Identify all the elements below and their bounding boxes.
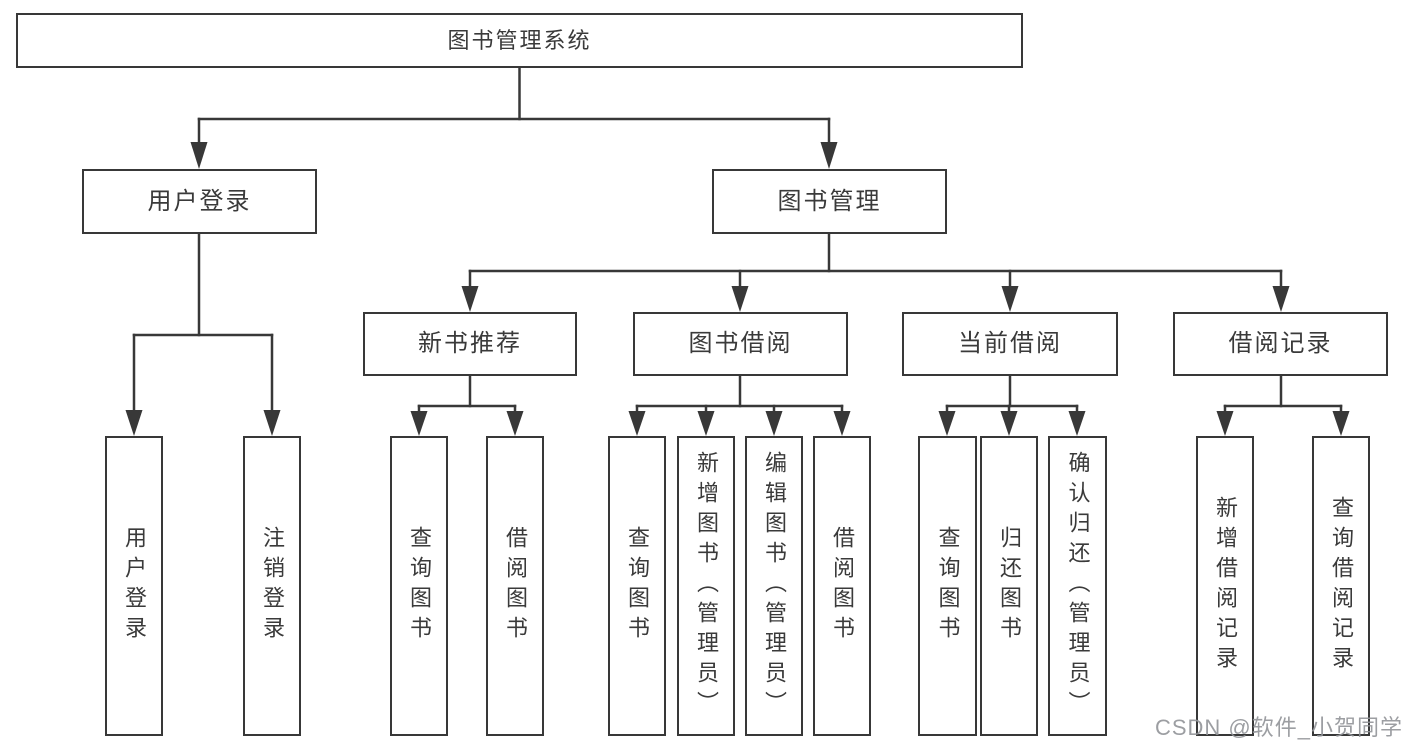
- node-book-management: 图书管理: [712, 169, 947, 234]
- leaf-add-borrow-record: 新增借阅记录: [1196, 436, 1254, 736]
- leaf-query-books-recommend: 查询图书: [390, 436, 448, 736]
- leaf-edit-books-admin: 编辑图书（管理员）: [745, 436, 803, 736]
- node-book-borrow: 图书借阅: [633, 312, 848, 376]
- leaf-query-books-current: 查询图书: [918, 436, 977, 736]
- node-user-login: 用户登录: [82, 169, 317, 234]
- node-root-system: 图书管理系统: [16, 13, 1023, 68]
- arrowheads: [125, 142, 1350, 436]
- csdn-watermark: CSDN @软件_小贺同学: [1154, 715, 1403, 740]
- leaf-borrow-books: 借阅图书: [813, 436, 871, 736]
- leaf-return-books: 归还图书: [980, 436, 1038, 736]
- leaf-confirm-return-admin: 确认归还（管理员）: [1048, 436, 1107, 736]
- leaf-query-borrow-record: 查询借阅记录: [1312, 436, 1370, 736]
- leaf-add-books-admin: 新增图书（管理员）: [677, 436, 735, 736]
- node-borrow-records: 借阅记录: [1173, 312, 1388, 376]
- node-current-borrow: 当前借阅: [902, 312, 1118, 376]
- leaf-user-login: 用户登录: [105, 436, 163, 736]
- leaf-borrow-books-recommend: 借阅图书: [486, 436, 544, 736]
- leaf-logout: 注销登录: [243, 436, 301, 736]
- leaf-query-books-borrow: 查询图书: [608, 436, 666, 736]
- node-new-book-recommend: 新书推荐: [363, 312, 577, 376]
